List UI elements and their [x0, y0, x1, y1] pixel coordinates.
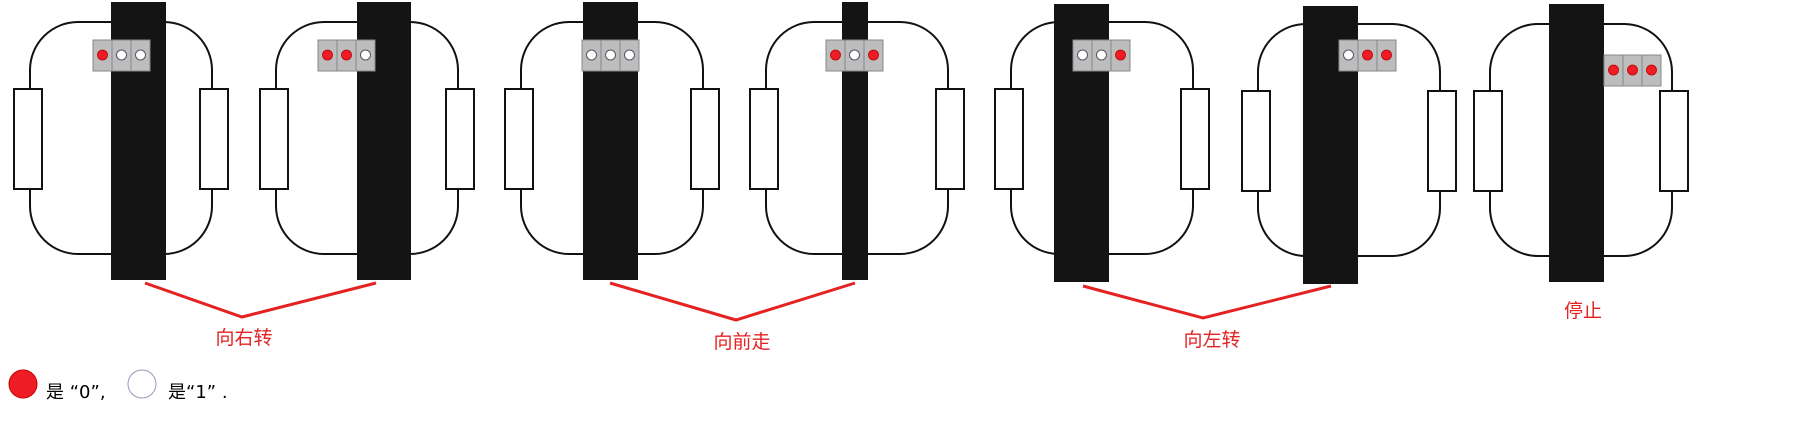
robot-3 [504, 2, 720, 280]
sensor-dot [360, 49, 371, 61]
sensor-dot [849, 49, 860, 61]
sensor-dot [830, 49, 841, 61]
sensor-dot [322, 49, 333, 61]
sensor-dot [624, 49, 635, 61]
legend-red-circle [8, 369, 38, 399]
sensor-dot [1096, 49, 1107, 61]
left-wheel [749, 88, 779, 190]
robot-5 [994, 4, 1210, 282]
label-go-forward: 向前走 [713, 331, 770, 353]
left-wheel [994, 88, 1024, 190]
sensor-dot [116, 49, 127, 61]
sensor-array [92, 39, 151, 72]
sensor-array [1072, 39, 1131, 72]
group-arrows [144, 281, 1332, 322]
right-wheel [690, 88, 720, 190]
sensor-dot [605, 49, 616, 61]
robot-7 [1473, 4, 1689, 282]
right-wheel [935, 88, 965, 190]
label-stop: 停止 [1564, 300, 1602, 322]
sensor-dot [1343, 49, 1354, 61]
robot-4 [749, 2, 965, 280]
turn-left-bracket [1082, 284, 1332, 320]
left-wheel [259, 88, 289, 190]
label-turn-right: 向右转 [215, 327, 272, 349]
right-wheel [1659, 90, 1689, 192]
sensor-dot [1627, 64, 1638, 76]
sensor-dot [868, 49, 879, 61]
sensor-array [1603, 54, 1662, 87]
sensor-array [317, 39, 376, 72]
sensor-dot [97, 49, 108, 61]
go-forward-bracket [609, 281, 856, 322]
sensor-dot [586, 49, 597, 61]
left-wheel [1473, 90, 1503, 192]
sensor-dot [1115, 49, 1126, 61]
sensor-dot [1646, 64, 1657, 76]
black-tape [1549, 4, 1604, 282]
legend-white-text: 是“1” . [168, 382, 228, 403]
robot-1 [13, 2, 229, 280]
legend-white-circle [127, 369, 157, 399]
left-wheel [13, 88, 43, 190]
right-wheel [445, 88, 475, 190]
sensor-dot [1381, 49, 1392, 61]
robot-6 [1241, 6, 1457, 284]
sensor-array [1338, 39, 1397, 72]
legend: 是 “0”, 是“1” . [8, 369, 228, 403]
right-wheel [1180, 88, 1210, 190]
sensor-dot [1608, 64, 1619, 76]
legend-red-text: 是 “0”, [46, 382, 106, 403]
left-wheel [1241, 90, 1271, 192]
robot-2 [259, 2, 475, 280]
sensor-dot [341, 49, 352, 61]
label-turn-left: 向左转 [1183, 329, 1240, 351]
sensor-array [581, 39, 640, 72]
sensor-array [825, 39, 884, 72]
sensor-dot [135, 49, 146, 61]
right-wheel [199, 88, 229, 190]
turn-right-bracket [144, 281, 377, 319]
sensor-dot [1362, 49, 1373, 61]
sensor-dot [1077, 49, 1088, 61]
right-wheel [1427, 90, 1457, 192]
left-wheel [504, 88, 534, 190]
